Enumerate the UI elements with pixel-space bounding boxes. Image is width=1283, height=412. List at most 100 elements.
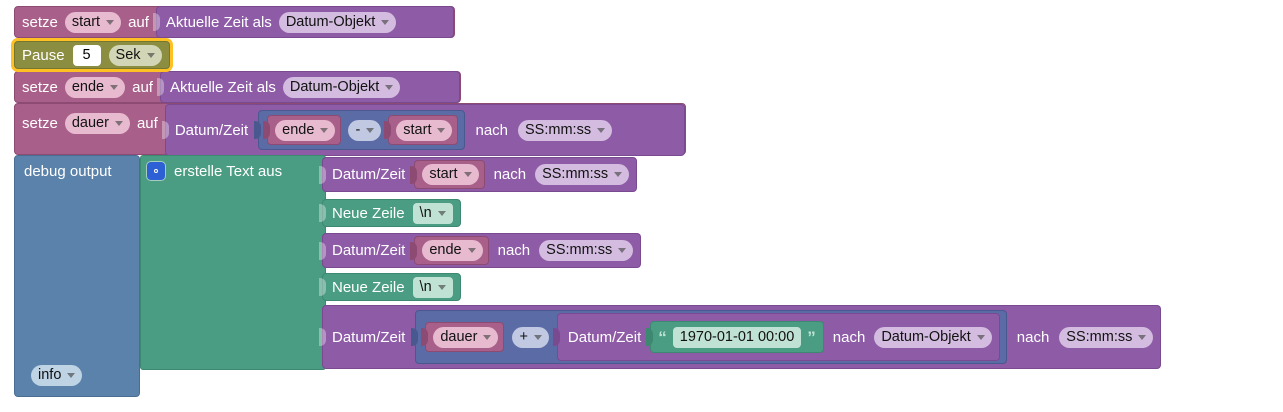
format-dropdown-dauer[interactable]: SS:mm:ss xyxy=(518,119,613,141)
chevron-down-icon xyxy=(618,248,627,253)
gear-icon[interactable] xyxy=(147,162,165,180)
math-operator-dropdown[interactable]: - xyxy=(348,119,382,141)
current-time-label: Aktuelle Zeit als xyxy=(169,78,276,96)
variable-getter-dauer-value: dauer xyxy=(440,328,478,345)
newline-dropdown-item1[interactable]: \n xyxy=(412,202,453,224)
debug-level-dropdown[interactable]: info xyxy=(31,365,83,386)
convert-label: nach xyxy=(493,166,527,183)
current-time-label: Aktuelle Zeit als xyxy=(165,13,272,31)
format-dropdown-item2[interactable]: SS:mm:ss xyxy=(539,240,634,261)
create-text-label: erstelle Text aus xyxy=(174,162,283,180)
variable-dropdown-ende[interactable]: ende xyxy=(64,76,126,98)
format-dropdown-item4-value: SS:mm:ss xyxy=(1066,328,1133,345)
block-variable-ende[interactable]: ende xyxy=(263,115,342,145)
debug-level-value: info xyxy=(38,367,62,384)
variable-dropdown-ende-value: ende xyxy=(71,78,105,95)
set-to-label: auf xyxy=(136,114,158,132)
input-connector xyxy=(319,241,326,260)
format-dropdown-dauer-value: SS:mm:ss xyxy=(525,121,592,138)
variable-getter-start-item0[interactable]: start xyxy=(422,164,479,185)
set-to-label: auf xyxy=(132,78,153,96)
block-datetime-item-0[interactable]: Datum/Zeit start nach SS:mm:ss xyxy=(319,157,638,192)
variable-getter-ende-item2[interactable]: ende xyxy=(422,240,483,261)
block-math-add[interactable]: dauer + Datum/Zeit “ 1970-01-0 xyxy=(411,310,1007,364)
math-operator-add-value: + xyxy=(519,328,528,345)
newline-dropdown-item3[interactable]: \n xyxy=(412,276,453,298)
block-variable-start-item0[interactable]: start xyxy=(410,160,485,189)
block-datetime-dauer[interactable]: Datum/Zeit ende - xyxy=(161,104,685,156)
block-set-dauer[interactable]: setze dauer auf Datum/Zeit ende xyxy=(14,103,686,156)
datetime-label: Datum/Zeit xyxy=(332,166,406,183)
input-connector xyxy=(319,165,326,184)
chevron-down-icon xyxy=(463,172,472,177)
chevron-down-icon xyxy=(146,52,155,58)
variable-getter-ende[interactable]: ende xyxy=(275,119,336,141)
block-current-time-ende[interactable]: Aktuelle Zeit als Datum-Objekt xyxy=(156,71,460,103)
block-variable-start[interactable]: start xyxy=(384,115,459,145)
chevron-down-icon xyxy=(437,210,446,216)
chevron-down-icon xyxy=(1138,334,1147,340)
block-pause[interactable]: Pause 5 Sek xyxy=(14,41,170,69)
quote-close-icon: ” xyxy=(807,327,816,347)
block-newline-item-1[interactable]: Neue Zeile \n xyxy=(319,199,461,227)
block-datetime-item-2[interactable]: Datum/Zeit ende nach SS:mm:ss xyxy=(319,233,642,268)
chevron-down-icon xyxy=(614,172,623,177)
block-datetime-item-4[interactable]: Datum/Zeit dauer + Datu xyxy=(319,305,1162,369)
variable-getter-start[interactable]: start xyxy=(396,119,453,141)
text-literal-input[interactable]: 1970-01-01 00:00 xyxy=(672,326,802,348)
input-connector xyxy=(646,328,654,346)
math-operator-add-dropdown[interactable]: + xyxy=(512,326,549,348)
chevron-down-icon xyxy=(385,84,394,90)
variable-dropdown-dauer-value: dauer xyxy=(71,114,109,131)
block-set-start[interactable]: setze start auf Aktuelle Zeit als Datum-… xyxy=(14,6,455,38)
chevron-down-icon xyxy=(106,19,115,25)
block-create-text[interactable]: erstelle Text aus xyxy=(140,155,326,370)
chevron-down-icon xyxy=(381,19,390,25)
input-connector xyxy=(254,121,262,139)
block-debug-output[interactable]: debug output info xyxy=(14,155,140,397)
chevron-down-icon xyxy=(366,127,375,133)
input-connector xyxy=(161,121,169,139)
input-connector xyxy=(421,328,429,346)
variable-dropdown-start[interactable]: start xyxy=(64,11,122,33)
quote-open-icon: “ xyxy=(658,327,667,347)
convert-label-item4: nach xyxy=(1016,328,1050,346)
chevron-down-icon xyxy=(483,334,492,340)
format-dropdown-item0-value: SS:mm:ss xyxy=(542,166,609,183)
block-text-literal[interactable]: “ 1970-01-01 00:00 ” xyxy=(646,321,824,353)
set-keyword-label: setze xyxy=(22,78,58,96)
format-dropdown-inner[interactable]: Datum-Objekt xyxy=(874,326,992,348)
math-operator-value: - xyxy=(355,121,361,138)
format-dropdown-ende[interactable]: Datum-Objekt xyxy=(282,76,401,98)
format-dropdown-start-value: Datum-Objekt xyxy=(285,13,376,30)
newline-label: Neue Zeile xyxy=(332,278,405,296)
variable-dropdown-dauer[interactable]: dauer xyxy=(64,112,130,134)
format-dropdown-start[interactable]: Datum-Objekt xyxy=(278,11,397,33)
input-connector xyxy=(319,328,326,346)
pause-unit-value: Sek xyxy=(115,46,141,63)
format-dropdown-ende-value: Datum-Objekt xyxy=(289,78,380,95)
block-set-ende[interactable]: setze ende auf Aktuelle Zeit als Datum-O… xyxy=(14,71,461,103)
input-connector xyxy=(152,13,160,31)
datetime-inner-label: Datum/Zeit xyxy=(567,328,642,346)
block-newline-item-3[interactable]: Neue Zeile \n xyxy=(319,273,461,301)
pause-amount-input[interactable]: 5 xyxy=(72,44,101,66)
chevron-down-icon xyxy=(976,334,985,340)
chevron-down-icon xyxy=(110,84,119,90)
variable-getter-dauer[interactable]: dauer xyxy=(433,326,499,348)
block-current-time-start[interactable]: Aktuelle Zeit als Datum-Objekt xyxy=(152,6,454,38)
format-dropdown-item4[interactable]: SS:mm:ss xyxy=(1059,326,1154,348)
variable-getter-ende-item2-value: ende xyxy=(429,242,462,259)
chevron-down-icon xyxy=(437,284,446,290)
chevron-down-icon xyxy=(320,127,329,133)
input-connector xyxy=(411,328,419,346)
block-variable-dauer[interactable]: dauer xyxy=(421,322,505,352)
format-dropdown-item0[interactable]: SS:mm:ss xyxy=(535,164,630,185)
pause-unit-dropdown[interactable]: Sek xyxy=(108,44,162,66)
block-datetime-inner[interactable]: Datum/Zeit “ 1970-01-01 00:00 ” nach Dat… xyxy=(552,313,1000,361)
debug-output-label: debug output xyxy=(24,162,112,180)
set-keyword-label: setze xyxy=(22,114,58,132)
block-math-subtract[interactable]: ende - start xyxy=(254,110,466,150)
block-variable-ende-item2[interactable]: ende xyxy=(410,236,489,265)
